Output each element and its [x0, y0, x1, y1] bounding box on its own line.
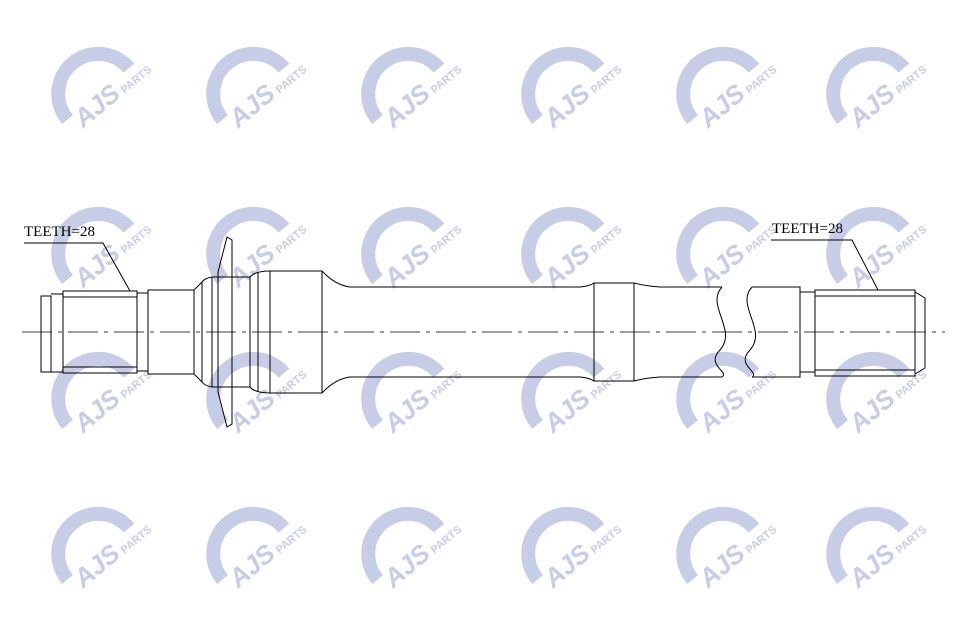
- break-marks: [714, 286, 815, 378]
- shaft-body: [249, 270, 722, 394]
- flange: [201, 236, 250, 428]
- left-teeth-label: TEETH=28: [24, 224, 95, 240]
- leader-lines: [24, 239, 879, 292]
- right-spline: [814, 289, 926, 377]
- journal: [147, 281, 203, 383]
- right-teeth-label: TEETH=28: [772, 221, 843, 237]
